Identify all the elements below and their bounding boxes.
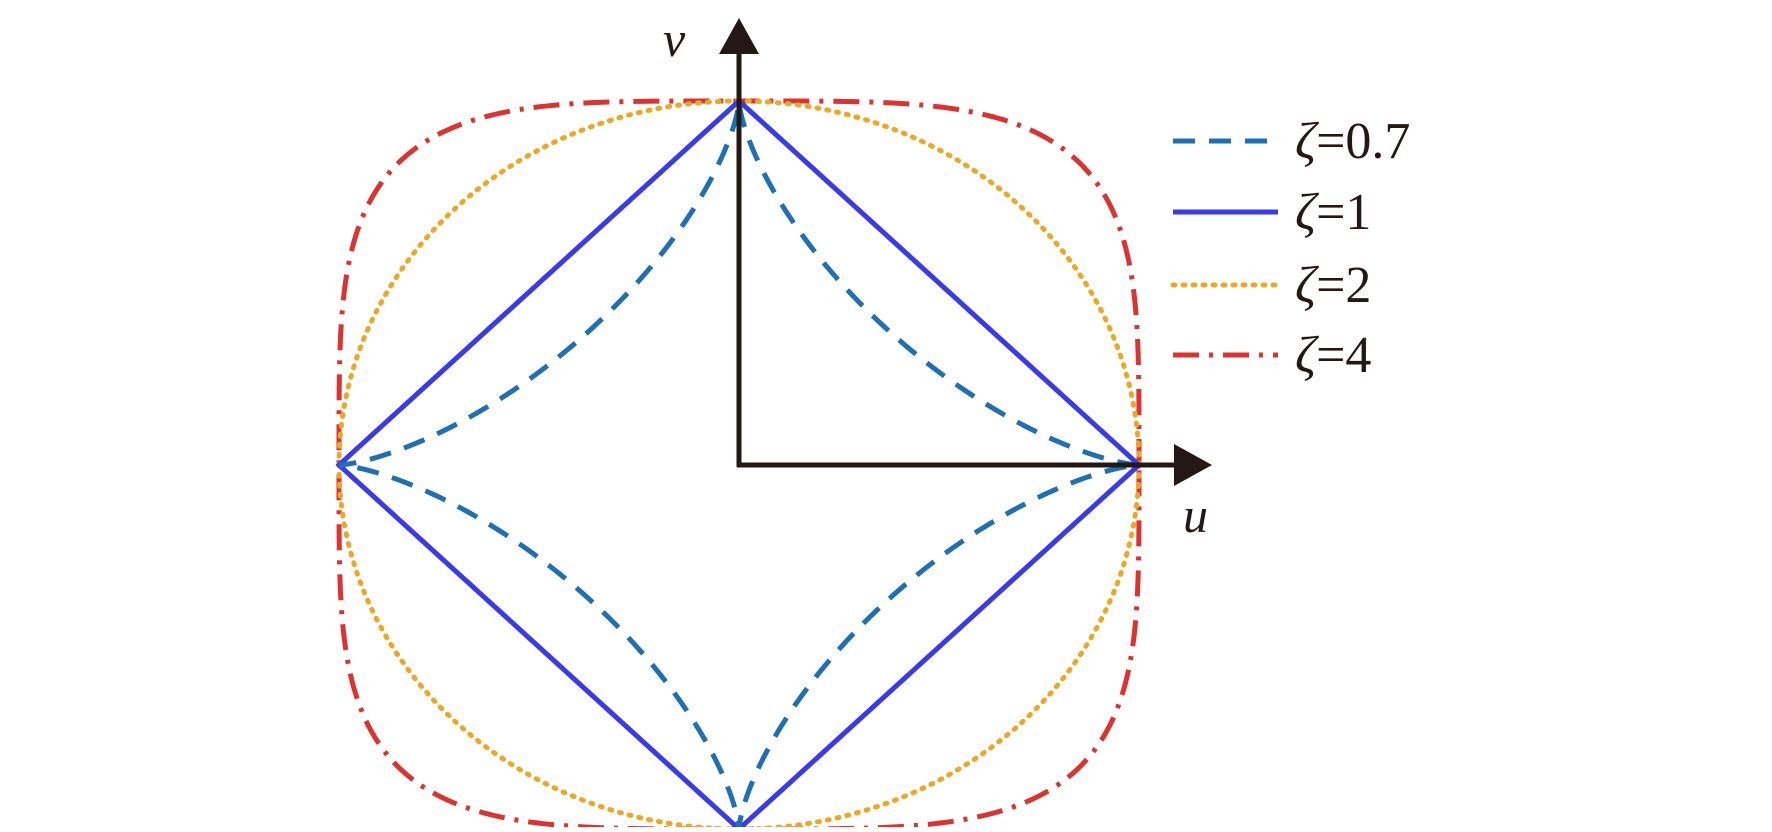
u-axis-label: u (1183, 487, 1208, 543)
legend-value: =4 (1316, 327, 1371, 384)
v-axis-arrowhead (719, 18, 759, 54)
u-axis-arrowhead (1174, 444, 1212, 486)
legend-label: ζ=1 (1295, 184, 1371, 241)
legend-symbol: ζ (1295, 184, 1319, 241)
legend-symbol: ζ (1295, 327, 1319, 384)
legend-entry: ζ=0.7 (1173, 113, 1410, 170)
legend: ζ=0.7 ζ=1 ζ=2 ζ=4 (1170, 113, 1410, 384)
legend-label: ζ=4 (1295, 327, 1371, 384)
legend-label: ζ=2 (1295, 257, 1371, 314)
legend-value: =2 (1316, 257, 1371, 314)
legend-entry: ζ=2 (1170, 257, 1371, 314)
legend-label: ζ=0.7 (1295, 113, 1410, 170)
legend-symbol: ζ (1295, 257, 1319, 314)
legend-value: =0.7 (1316, 113, 1410, 170)
legend-value: =1 (1316, 184, 1371, 241)
legend-entry: ζ=1 (1173, 184, 1371, 241)
axes-group: v u (663, 11, 1212, 543)
curve-group (335, 97, 1143, 832)
legend-symbol: ζ (1295, 113, 1319, 170)
v-axis-label: v (663, 11, 686, 67)
legend-entry: ζ=4 (1173, 327, 1371, 384)
